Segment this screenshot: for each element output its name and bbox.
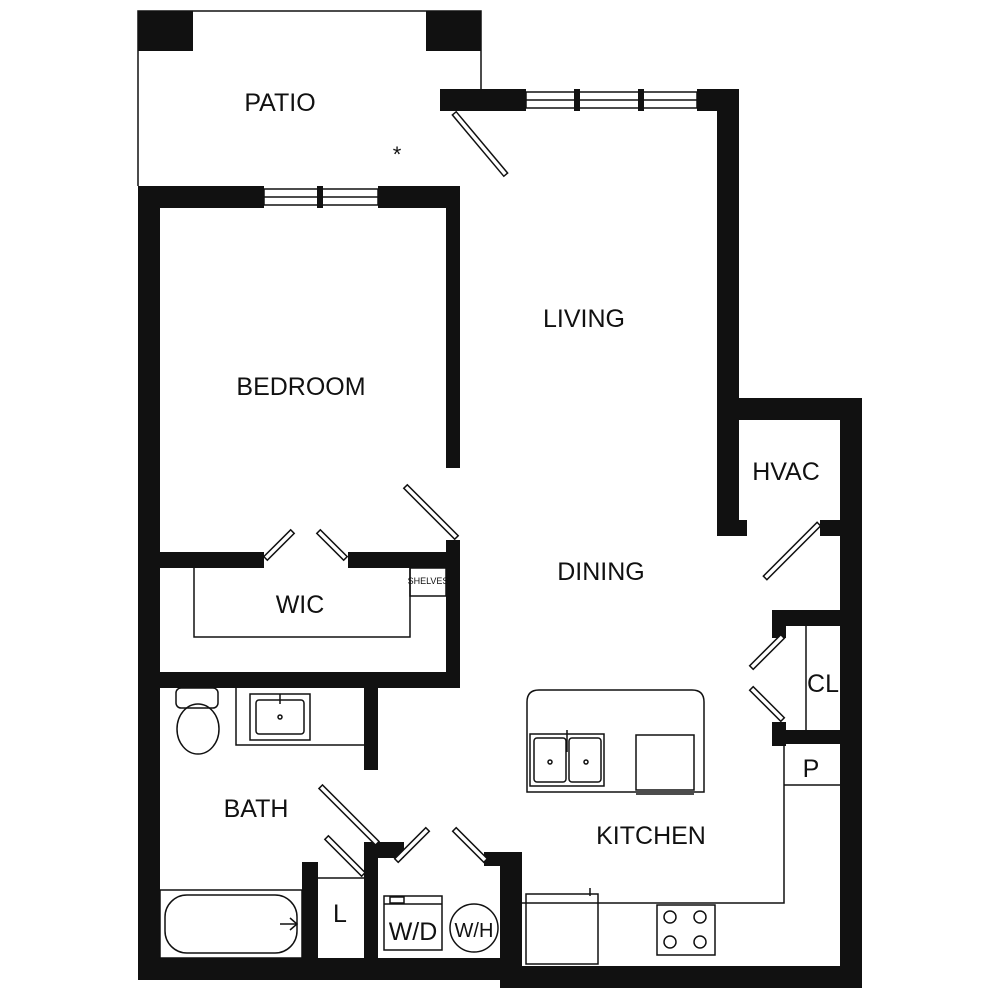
bath-label: BATH	[224, 795, 289, 823]
washer-dryer-label: W/D	[389, 918, 438, 946]
kitchen-label: KITCHEN	[596, 822, 706, 850]
dining-label: DINING	[557, 558, 645, 586]
dishwasher	[635, 734, 695, 791]
doors	[262, 110, 822, 878]
bath-fixtures	[159, 687, 364, 959]
closet-door-upper[interactable]	[748, 633, 786, 671]
toilet-bowl	[176, 703, 220, 755]
living-label: LIVING	[543, 305, 625, 333]
asterisk-marker-icon: *	[393, 142, 402, 167]
kitchen-island	[526, 689, 705, 793]
closet-door-lower[interactable]	[748, 685, 786, 723]
bedroom-label: BEDROOM	[236, 373, 365, 401]
wic-door-right[interactable]	[315, 528, 349, 562]
stove	[656, 904, 716, 956]
walls	[138, 89, 862, 988]
hvac-label: HVAC	[752, 458, 820, 486]
pantry-label: P	[803, 755, 820, 783]
wic-shelving	[193, 567, 447, 638]
wic-door-left[interactable]	[262, 528, 296, 562]
bedroom-door[interactable]	[402, 483, 460, 541]
wic-label: WIC	[276, 591, 325, 619]
laundry-door-right[interactable]	[451, 826, 489, 864]
toilet-tank	[175, 687, 219, 709]
laundry-fixtures	[383, 895, 499, 953]
linen-door[interactable]	[323, 834, 367, 878]
shelves-box	[409, 567, 447, 597]
patio-label: PATIO	[244, 89, 315, 117]
patio-door[interactable]	[451, 110, 509, 178]
patio-column-left	[138, 11, 193, 51]
water-heater	[449, 903, 499, 953]
water-heater-label: W/H	[455, 920, 494, 942]
kitchen-fixtures	[522, 626, 840, 965]
bath-door[interactable]	[317, 783, 381, 847]
windows	[263, 89, 698, 208]
room-labels: PATIO * LIVING BEDROOM HVAC DINING WIC S…	[224, 89, 839, 946]
bathtub	[159, 889, 303, 959]
closet-label: CL	[807, 670, 839, 698]
linen-closet-label: L	[333, 900, 347, 928]
patio-column-right	[426, 11, 481, 51]
hvac-door[interactable]	[762, 521, 822, 581]
patio-area	[137, 10, 482, 186]
shelves-label: SHELVES	[408, 576, 449, 586]
washer-dryer	[383, 895, 443, 951]
laundry-door-left[interactable]	[393, 826, 431, 864]
refrigerator	[525, 893, 599, 965]
